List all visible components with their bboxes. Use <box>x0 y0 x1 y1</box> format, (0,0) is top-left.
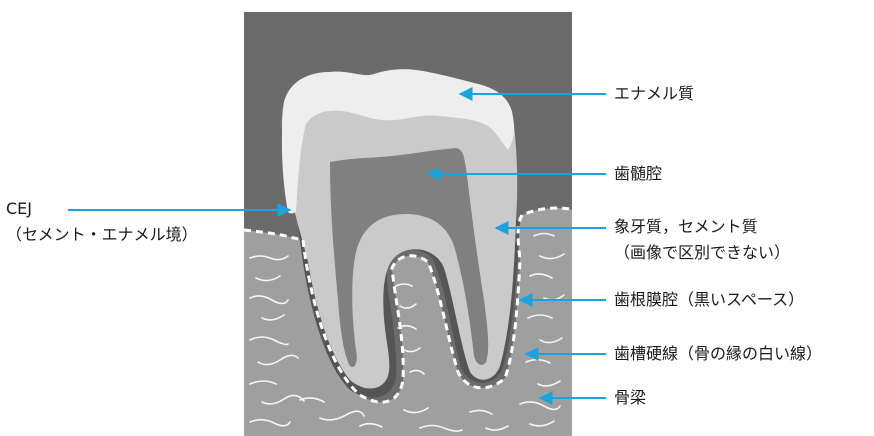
label-pulp-cavity: 歯髄腔 <box>614 163 662 185</box>
label-dentin-cementum-note: （画像で区別できない） <box>614 240 790 266</box>
label-dentin-cementum: 象牙質，セメント質 （画像で区別できない） <box>614 214 790 266</box>
label-trabecular-bone: 骨梁 <box>614 387 646 409</box>
label-dentin-cementum-main: 象牙質，セメント質 <box>614 214 790 240</box>
label-pdl-space: 歯根膜腔（黒いスペース） <box>614 289 804 311</box>
label-cej-main: CEJ <box>6 196 198 222</box>
label-cej-note: （セメント・エナメル境） <box>6 222 198 248</box>
label-enamel: エナメル質 <box>614 83 694 105</box>
label-lamina-dura: 歯槽硬線（骨の縁の白い線） <box>614 343 822 365</box>
label-cej: CEJ （セメント・エナメル境） <box>6 196 198 248</box>
